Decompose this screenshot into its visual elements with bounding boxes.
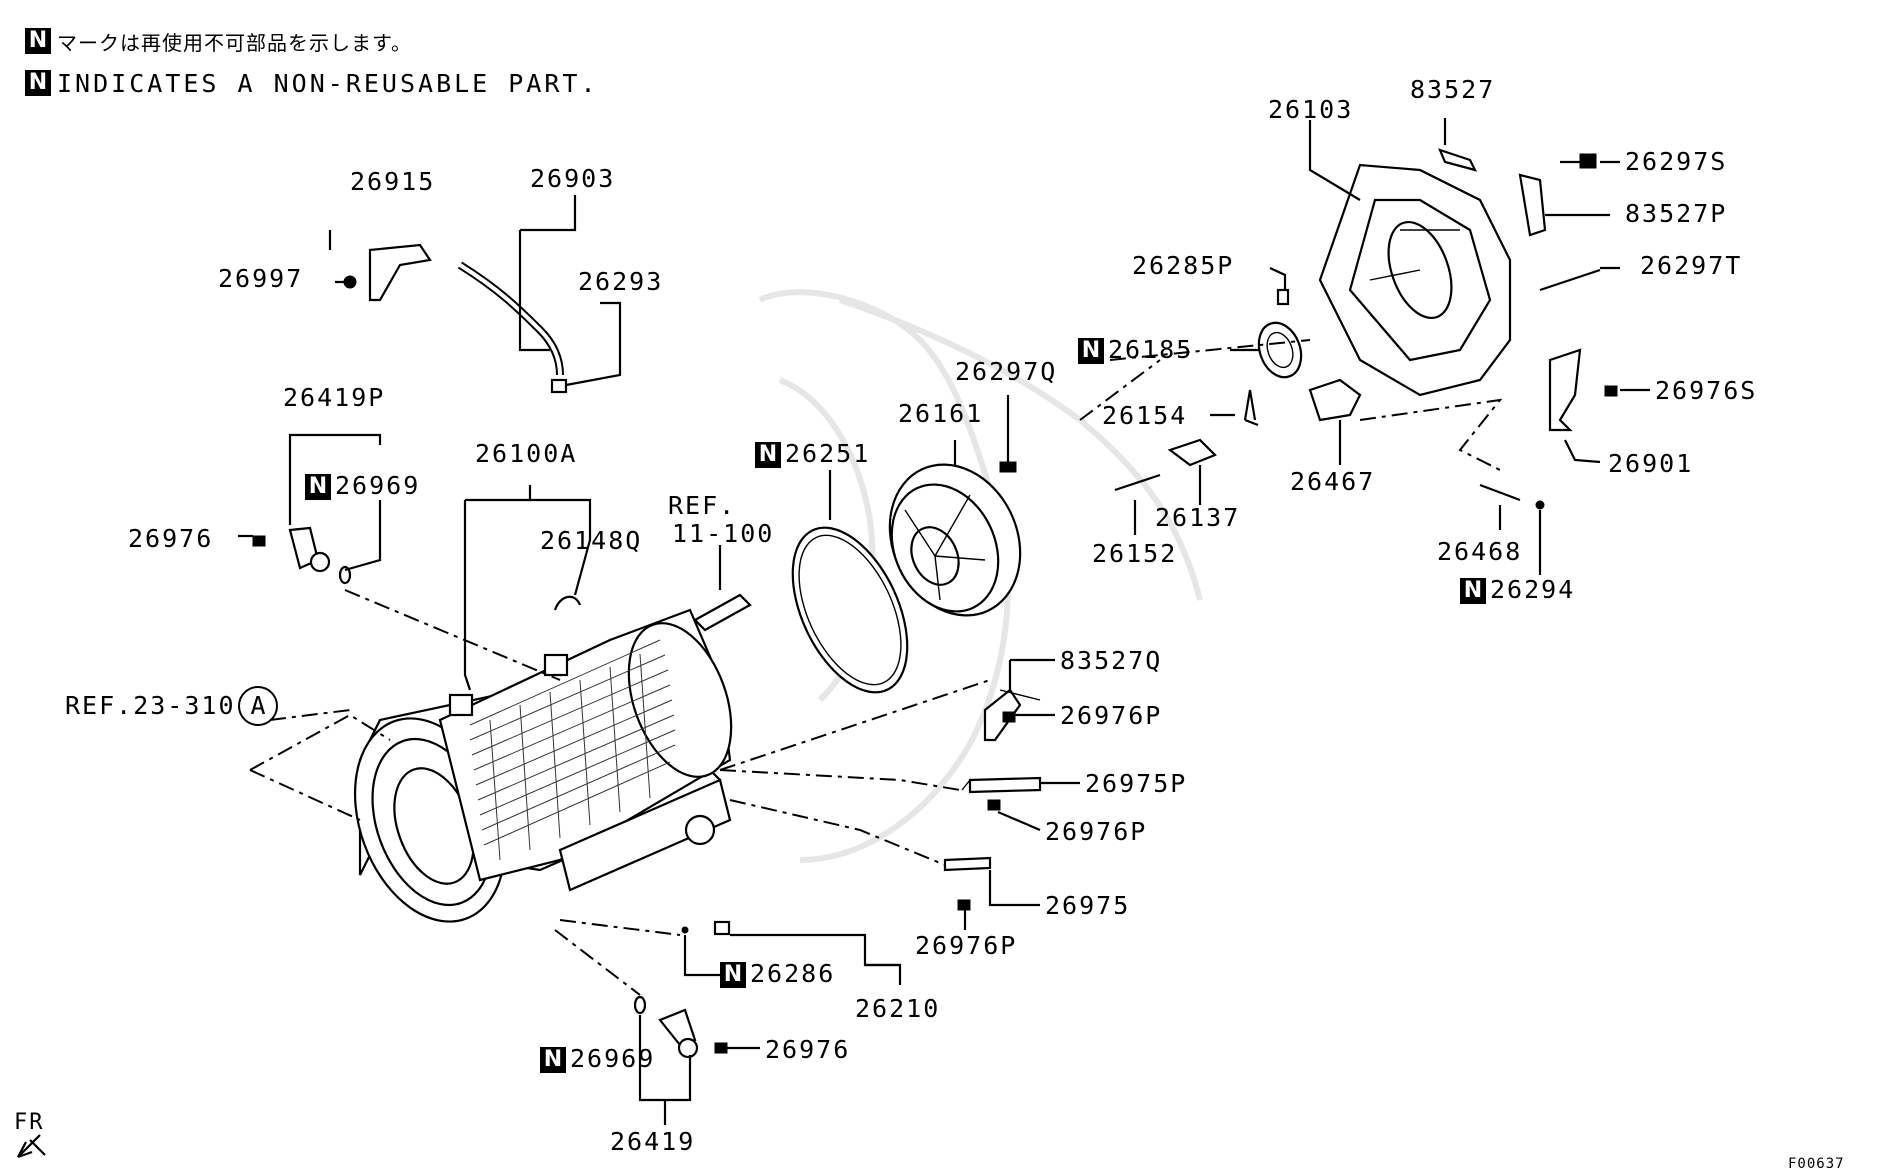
part-label-26285P[interactable]: 26285P [1132,251,1235,280]
leader-lines [238,118,1650,1125]
small-parts [252,148,1618,1059]
non-reusable-badge: N [755,442,781,468]
part-label-26467[interactable]: 26467 [1290,467,1376,496]
part-label-26100A[interactable]: 26100A [475,439,578,468]
part-label-26976P-2[interactable]: 26976P [1045,817,1148,846]
part-number: 26185 [1108,335,1194,364]
legend-en: N INDICATES A NON-REUSABLE PART. [25,68,599,98]
transmission-case [353,608,733,923]
part-label-26210[interactable]: 26210 [855,994,941,1023]
non-reusable-badge: N [1460,578,1486,604]
legend-en-text: INDICATES A NON-REUSABLE PART. [57,68,599,98]
legend-jp-text: マークは再使用不可部品を示します。 [57,30,412,55]
non-reusable-badge: N [1078,338,1104,364]
part-label-26161[interactable]: 26161 [898,399,984,428]
part-label-26152[interactable]: 26152 [1092,539,1178,568]
part-label-26901[interactable]: 26901 [1608,449,1694,478]
part-label-26103[interactable]: 26103 [1268,95,1354,124]
part-label-83527Q[interactable]: 83527Q [1060,646,1163,675]
oil-pump [888,463,1022,617]
part-label-26468[interactable]: 26468 [1437,537,1523,566]
part-label-26915[interactable]: 26915 [350,167,436,196]
front-arrow-icon [17,1134,46,1159]
part-label-26975[interactable]: 26975 [1045,891,1131,920]
part-label-26976P-3[interactable]: 26976P [915,931,1018,960]
pump-gasket [791,526,909,694]
non-reusable-badge: N [305,474,331,500]
part-label-83527P[interactable]: 83527P [1625,199,1728,228]
non-reusable-badge: N [25,70,51,96]
part-number: 26251 [785,439,871,468]
part-number: 26294 [1490,575,1576,604]
part-label-26297T[interactable]: 26297T [1640,251,1743,280]
part-label-26419P[interactable]: 26419P [283,383,386,412]
part-label-83527[interactable]: 83527 [1410,75,1496,104]
non-reusable-badge: N [540,1047,566,1073]
part-label-26976-top[interactable]: 26976 [128,524,214,553]
part-label-26419[interactable]: 26419 [610,1127,696,1156]
part-label-26297S[interactable]: 26297S [1625,147,1728,176]
part-label-26997[interactable]: 26997 [218,264,304,293]
part-label-26293[interactable]: 26293 [578,267,664,296]
part-number: 26969 [570,1044,656,1073]
part-label-26976P-1[interactable]: 26976P [1060,701,1163,730]
part-label-26976S[interactable]: 26976S [1655,376,1758,405]
ref-23-310[interactable]: REF.23-310 [65,691,236,720]
part-label-26975P[interactable]: 26975P [1085,769,1188,798]
part-number: 26969 [335,471,421,500]
front-direction-label: FR [14,1110,45,1135]
part-label-26976-bottom[interactable]: 26976 [765,1035,851,1064]
figure-code: F00637 [1788,1156,1845,1172]
part-number: 26286 [750,959,836,988]
part-label-26148Q[interactable]: 26148Q [540,526,643,555]
ref-marker-a: A [238,686,278,726]
part-label-26903[interactable]: 26903 [530,164,616,193]
part-label-26297Q[interactable]: 26297Q [955,357,1058,386]
legend-jp: N マークは再使用不可部品を示します。 [25,26,412,56]
non-reusable-badge: N [720,962,746,988]
ref-11-100-line1[interactable]: REF. [668,491,737,520]
part-label-26154[interactable]: 26154 [1102,401,1188,430]
non-reusable-badge: N [25,28,51,54]
extension-housing [1318,163,1512,397]
ref-11-100-line2[interactable]: 11-100 [672,519,775,548]
part-label-26137[interactable]: 26137 [1155,503,1241,532]
